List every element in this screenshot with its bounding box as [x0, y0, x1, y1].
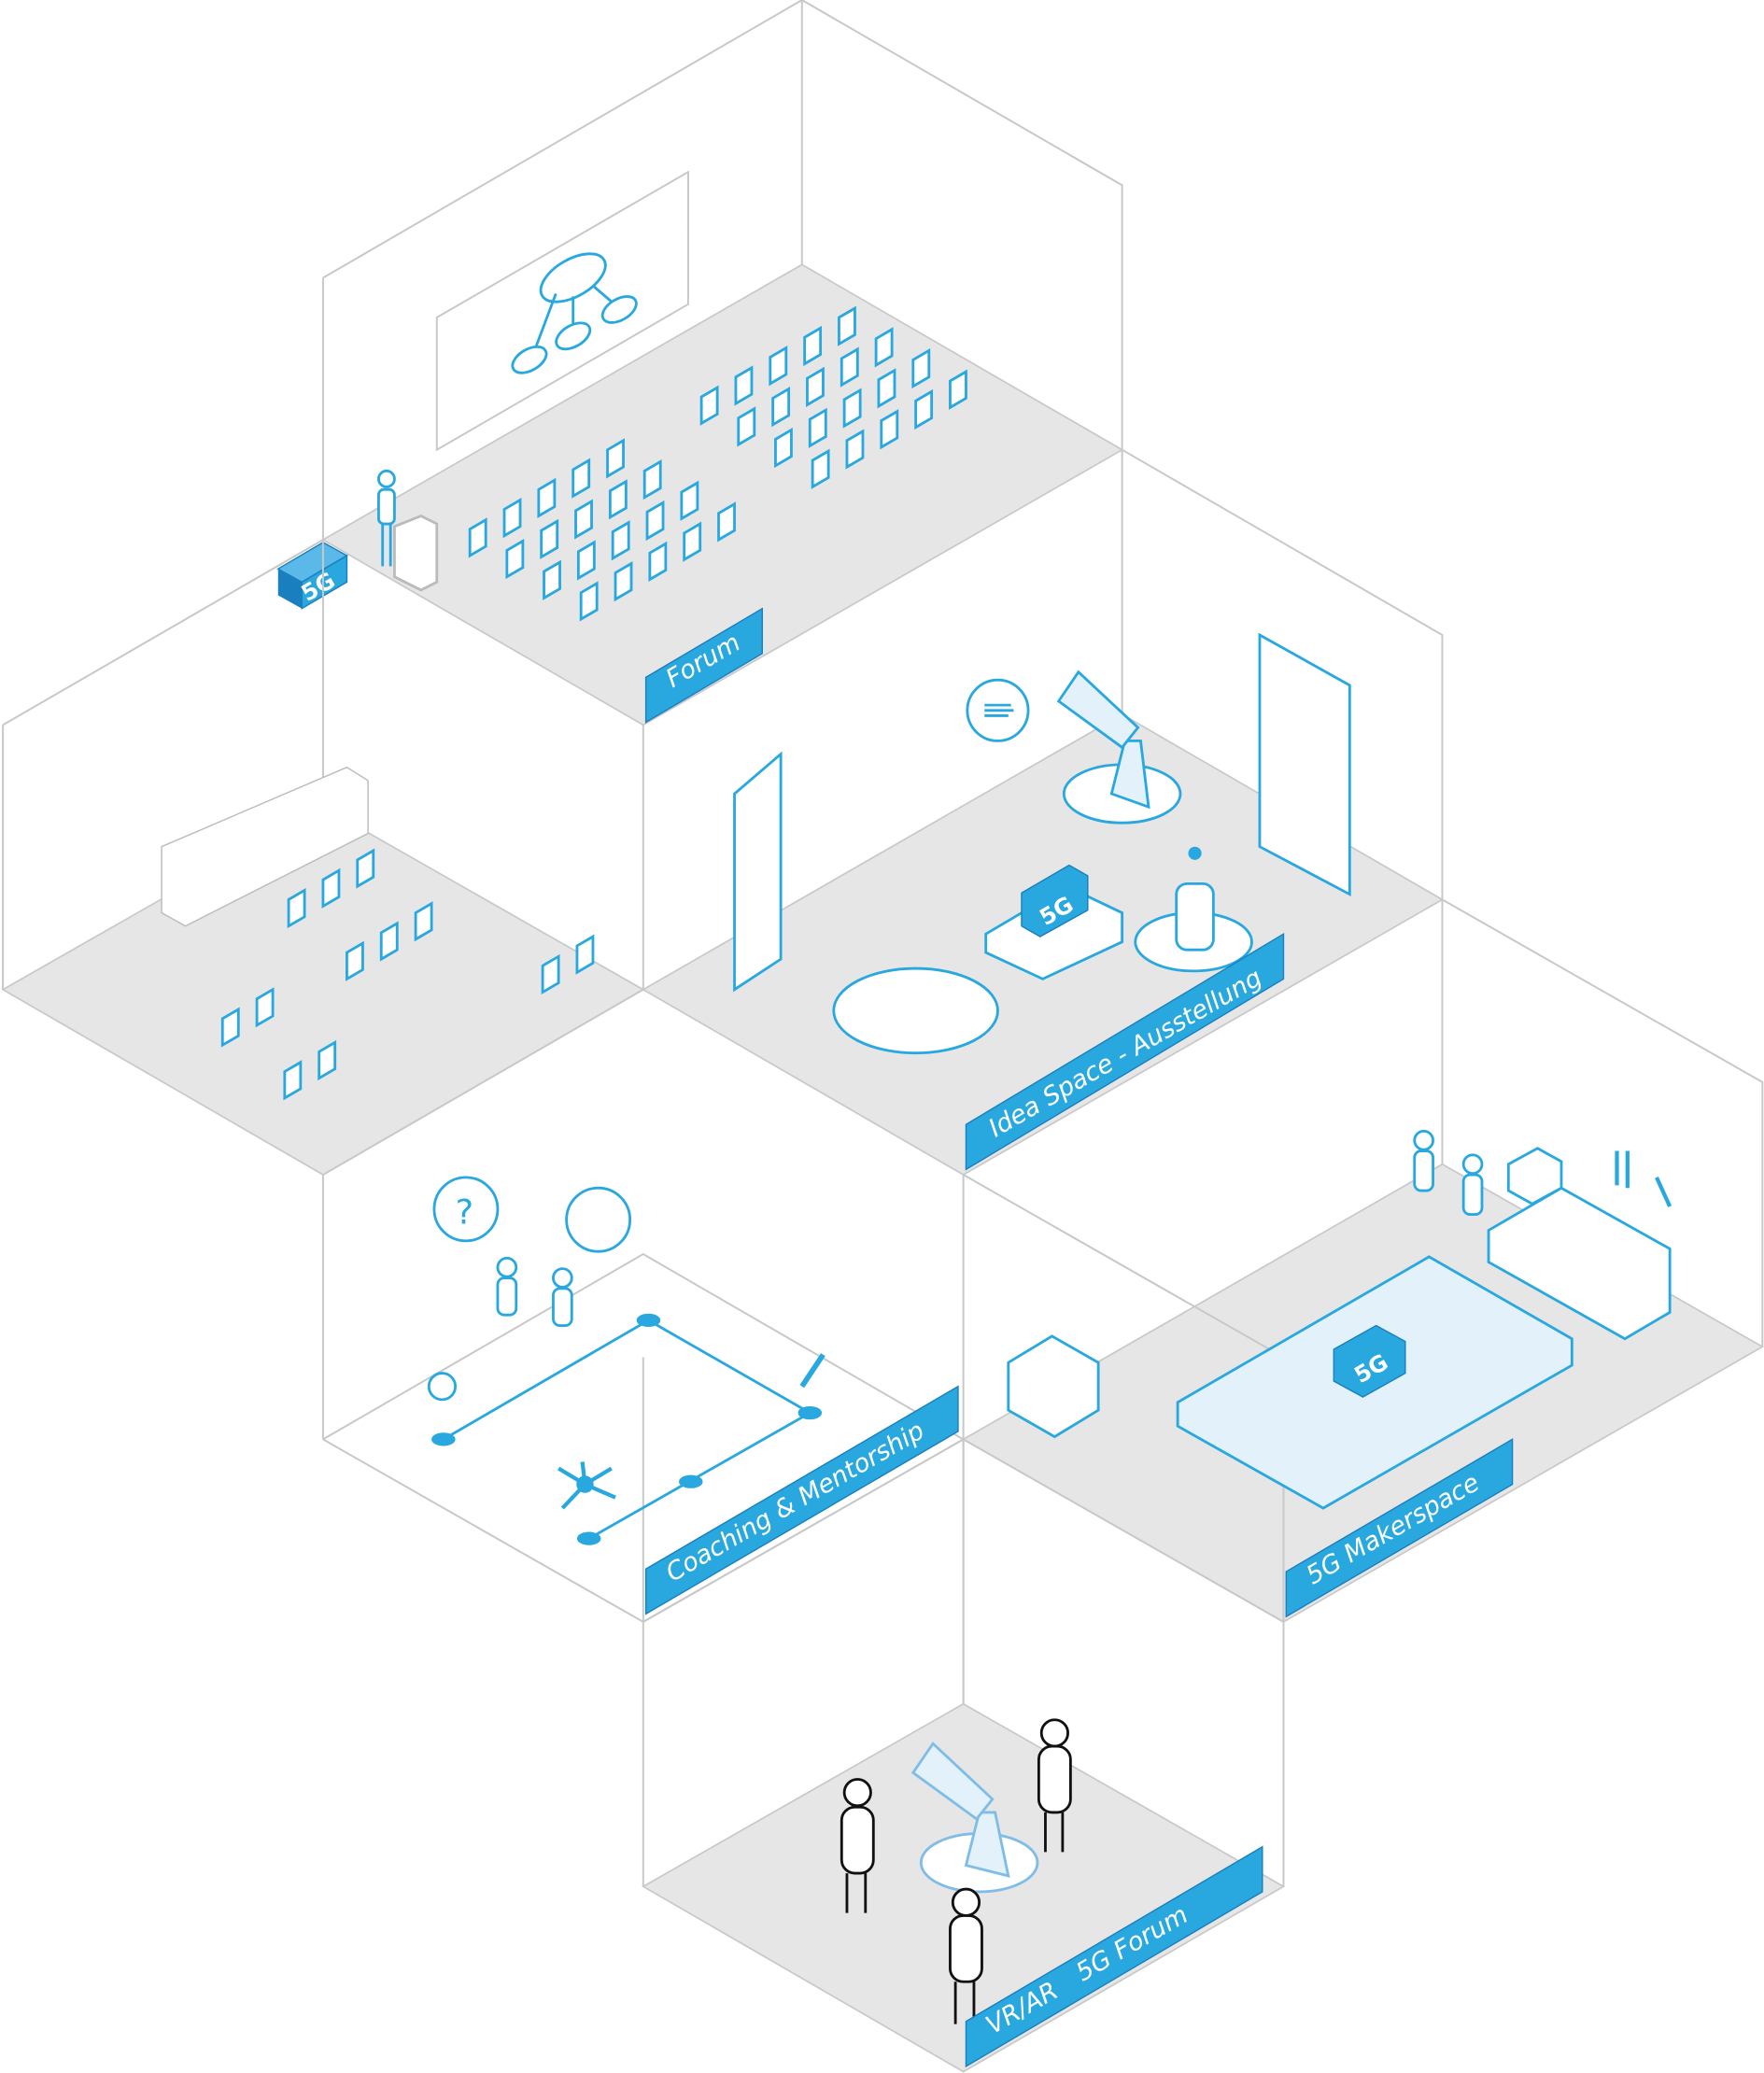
- chair: [502, 498, 522, 539]
- chair: [648, 541, 668, 582]
- circuit-board: 5G: [1176, 1255, 1573, 1510]
- antenna-stand: [1134, 846, 1253, 973]
- chair: [505, 538, 525, 580]
- label-banner: [965, 1845, 1263, 2068]
- chair: [318, 1039, 337, 1081]
- chair: [771, 387, 791, 428]
- chair: [579, 581, 599, 622]
- maker-people: [1413, 1129, 1484, 1216]
- chair: [537, 477, 557, 518]
- chair: [572, 458, 591, 499]
- chair: [911, 347, 931, 389]
- chair: [255, 987, 275, 1028]
- robot-arm-icon: [910, 1742, 1039, 1894]
- chair: [287, 887, 306, 929]
- 3d-printer-icon: [1506, 1147, 1563, 1206]
- lightbulb-icon: [427, 1372, 458, 1402]
- chairs: [468, 305, 967, 622]
- chair: [645, 500, 665, 542]
- 5g-module-icon: 5G: [276, 542, 348, 610]
- chair: [774, 427, 793, 469]
- chair: [543, 559, 561, 600]
- label-banner: [644, 1385, 959, 1615]
- projection-screen: [435, 170, 689, 452]
- chair: [806, 366, 825, 407]
- speech-bubble-icon: [565, 1186, 632, 1253]
- chair: [845, 429, 865, 470]
- chair: [642, 458, 662, 501]
- chair: [614, 561, 633, 602]
- question-bubble-icon: ?: [432, 1176, 500, 1243]
- chairs: [220, 848, 595, 1101]
- chair: [321, 867, 341, 909]
- 5g-stand: 5G: [984, 864, 1124, 980]
- chair: [803, 325, 823, 367]
- handshake-people: [496, 1256, 573, 1327]
- display-board: [733, 632, 1351, 993]
- speaker-person-icon: [377, 469, 439, 592]
- chair: [608, 479, 628, 520]
- chair: [914, 388, 934, 430]
- path-network: [431, 1313, 823, 1545]
- chair: [769, 346, 788, 387]
- chair: [808, 407, 827, 448]
- org-chart-icon: [511, 252, 638, 374]
- chair: [680, 480, 699, 521]
- chair: [541, 953, 560, 995]
- room-idea-space: 5G Idea Space - Ausstellung: [642, 448, 1445, 1440]
- chair: [874, 327, 894, 368]
- chair: [699, 385, 719, 426]
- vr-headset-person: [840, 1718, 1072, 2024]
- wrench-icon: [799, 1353, 826, 1389]
- chair: [611, 520, 630, 561]
- chair: [811, 448, 830, 489]
- tools-icon: [1615, 1150, 1672, 1207]
- network-icon: [557, 1461, 616, 1510]
- chair: [346, 940, 364, 981]
- chair: [840, 346, 859, 388]
- chair: [949, 369, 967, 410]
- chair: [540, 518, 559, 559]
- room-label-coaching: Coaching & Mentorship: [661, 1417, 929, 1588]
- chair: [717, 501, 736, 543]
- label-banner: [644, 607, 763, 724]
- svg-text:?: ?: [456, 1192, 474, 1232]
- chair: [606, 438, 625, 479]
- speech-bubble-icon: [966, 678, 1030, 742]
- chair: [414, 901, 433, 942]
- chair: [574, 499, 593, 540]
- table-area: [832, 966, 999, 1055]
- chair: [877, 368, 896, 409]
- chair: [734, 365, 754, 406]
- cabinet: [1007, 1186, 1672, 1439]
- chair: [683, 521, 702, 562]
- chair: [838, 305, 856, 346]
- room-vr-ar: VR/AR 5G Forum: [642, 1438, 1286, 2073]
- chair: [356, 848, 375, 889]
- chair: [220, 1007, 240, 1048]
- room-lounge: [1, 539, 645, 1440]
- room-forum: Forum 5G: [276, 0, 1124, 726]
- robot-arm-icon: [1056, 670, 1182, 825]
- chair: [842, 388, 862, 429]
- chair: [576, 540, 596, 581]
- chair: [468, 517, 487, 558]
- chair: [880, 409, 899, 450]
- chair: [379, 921, 399, 962]
- chair: [737, 406, 756, 447]
- chair: [283, 1060, 303, 1101]
- chair: [575, 934, 595, 975]
- label-banner: [1285, 1438, 1514, 1618]
- counter: [161, 766, 369, 927]
- label-banner: [965, 932, 1285, 1171]
